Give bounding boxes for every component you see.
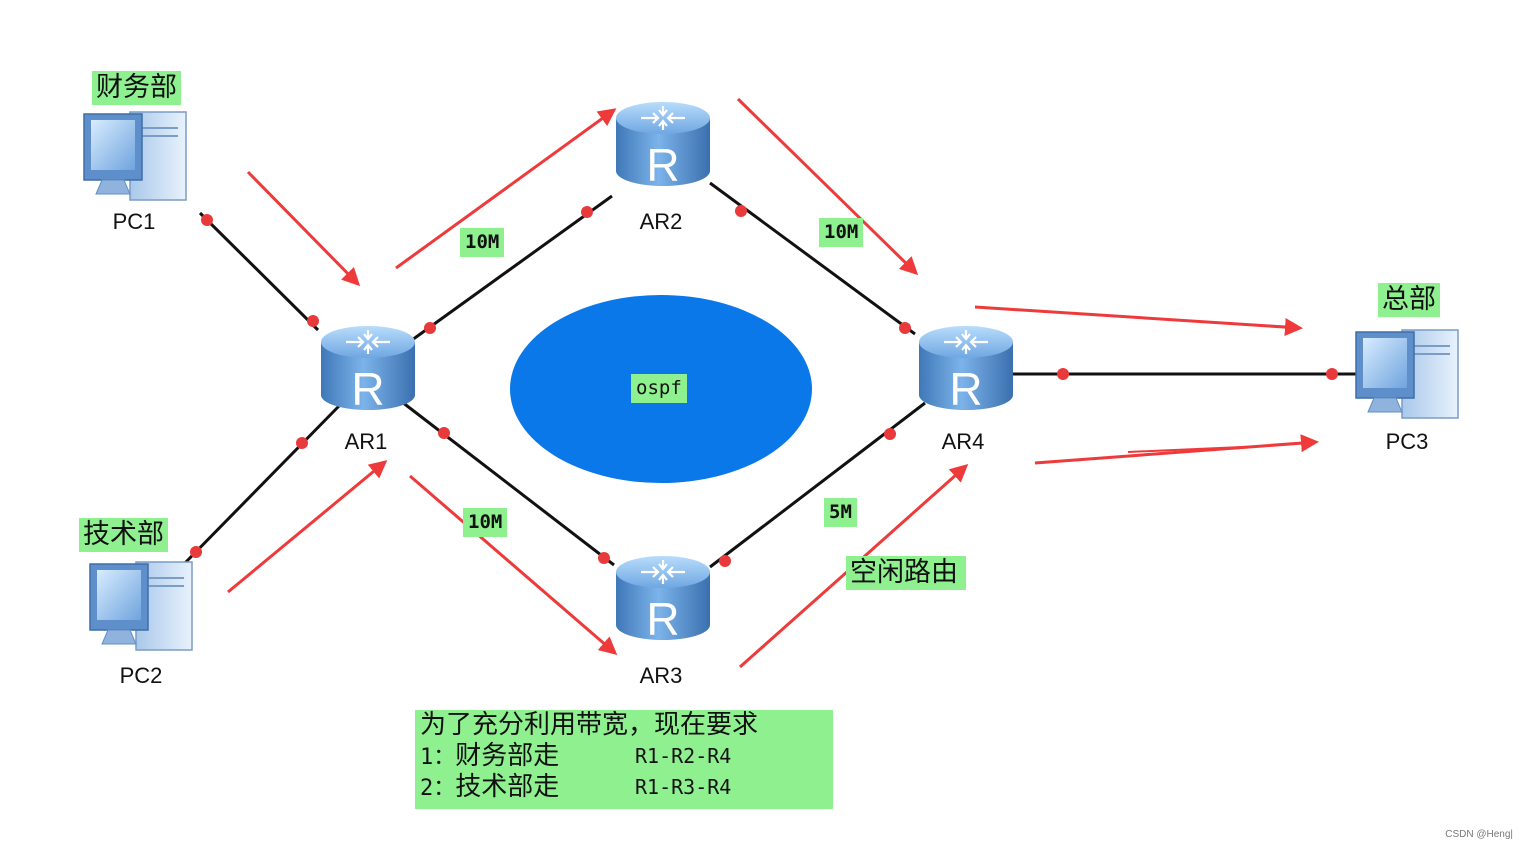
- arrow-pc1-to-ar1: [246, 170, 361, 287]
- link-pc2-ar1: [180, 403, 342, 568]
- link-pc1-ar1: [198, 211, 320, 332]
- port-dot: [1057, 368, 1069, 380]
- router-ar2[interactable]: R: [616, 102, 710, 191]
- pc3-computer-icon[interactable]: [1355, 329, 1459, 419]
- ar2-label: AR2: [639, 209, 683, 234]
- router-top: [616, 102, 710, 134]
- arrow-pc2-to-ar1: [227, 460, 388, 594]
- router-glyph: R: [646, 139, 679, 191]
- note-rule-1-text: 财务部走: [455, 741, 560, 771]
- note-rule-1-path: R1-R2-R4: [635, 744, 732, 768]
- port-dot: [719, 555, 731, 567]
- router-glyph: R: [351, 363, 384, 415]
- router-top: [616, 556, 710, 588]
- port-dot: [201, 214, 213, 226]
- port-dot: [598, 552, 610, 564]
- arrow-ar1-to-ar2: [395, 108, 617, 270]
- note-rule-1-number: 1：: [420, 745, 456, 770]
- port-dot: [190, 546, 202, 558]
- arrow-ar4-to-pc3-lower-extra: [1127, 445, 1266, 453]
- router-ar4[interactable]: R: [919, 326, 1013, 415]
- port-dot: [296, 437, 308, 449]
- router-body: [616, 572, 710, 640]
- router-arrows-icon: [346, 330, 390, 354]
- router-ar3[interactable]: R: [616, 556, 710, 645]
- port-dot: [735, 205, 747, 217]
- watermark: CSDN @Heng|: [1445, 829, 1513, 840]
- ar1-label: AR1: [344, 429, 388, 454]
- note-heading: 为了充分利用带宽，现在要求: [420, 710, 759, 740]
- pc3-label: PC3: [1385, 429, 1429, 454]
- arrow-ar2-to-ar4: [736, 97, 919, 276]
- bandwidth-ar1-ar2: 10M: [460, 228, 505, 257]
- link-ar1-ar3: [401, 400, 615, 567]
- group-tag-hq: 总部: [1378, 283, 1440, 317]
- port-dots: [190, 205, 1338, 567]
- port-dot: [581, 206, 593, 218]
- port-dot: [884, 428, 896, 440]
- router-glyph: R: [646, 593, 679, 645]
- port-dot: [438, 427, 450, 439]
- bandwidth-ar3-ar4: 5M: [824, 498, 857, 527]
- arrow-ar4-to-pc3-upper: [974, 305, 1303, 337]
- ar3-label: AR3: [639, 663, 683, 688]
- router-arrows-icon: [944, 330, 988, 354]
- port-dot: [1326, 368, 1338, 380]
- pc2-label: PC2: [119, 663, 163, 688]
- idle-route-tag: 空闲路由: [846, 556, 966, 590]
- bandwidth-ar2-ar4: 10M: [819, 218, 864, 247]
- link-ar1-ar2: [411, 194, 613, 342]
- router-top: [321, 326, 415, 358]
- requirement-note: 为了充分利用带宽，现在要求 1：财务部走 R1-R2-R4 2：技术部走 R1-…: [415, 710, 833, 809]
- port-dot: [424, 322, 436, 334]
- port-dot: [307, 315, 319, 327]
- port-dot: [899, 322, 911, 334]
- pc1-label: PC1: [112, 209, 156, 234]
- router-body: [616, 118, 710, 186]
- note-rule-2: 2：技术部走 R1-R3-R4: [420, 772, 833, 803]
- links: [180, 181, 1362, 569]
- router-arrows-icon: [641, 106, 685, 130]
- router-glyph: R: [949, 363, 982, 415]
- group-tag-tech: 技术部: [79, 518, 168, 552]
- arrow-ar1-to-ar3: [409, 474, 618, 655]
- arrow-ar4-to-pc3-lower: [1034, 434, 1319, 465]
- router-top: [919, 326, 1013, 358]
- router-ar1[interactable]: R: [321, 326, 415, 415]
- router-body: [919, 342, 1013, 410]
- router-body: [321, 342, 415, 410]
- ospf-label: ospf: [631, 374, 687, 403]
- pc2-computer-icon[interactable]: [89, 561, 193, 651]
- bandwidth-ar1-ar3: 10M: [463, 508, 508, 537]
- note-rule-1: 1：财务部走 R1-R2-R4: [420, 741, 833, 772]
- group-tag-finance: 财务部: [92, 71, 181, 105]
- pc1-computer-icon[interactable]: [83, 111, 187, 201]
- flow-arrows: [227, 97, 1319, 669]
- note-rule-2-number: 2：: [420, 776, 456, 801]
- note-rule-2-text: 技术部走: [455, 772, 560, 802]
- ar4-label: AR4: [941, 429, 985, 454]
- note-rule-2-path: R1-R3-R4: [635, 775, 732, 799]
- router-arrows-icon: [641, 560, 685, 584]
